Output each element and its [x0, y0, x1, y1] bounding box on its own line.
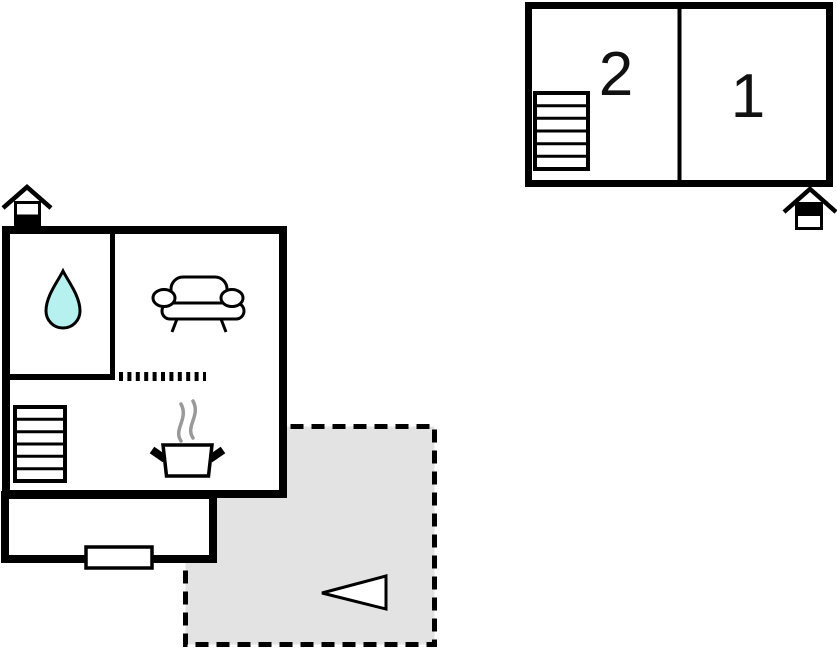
- house-entrance-icon: [782, 185, 837, 230]
- upper-unit: 2 1: [525, 2, 837, 230]
- water-drop-icon: [44, 267, 82, 330]
- steam-icon: [177, 402, 185, 443]
- house-entrance-icon: [1, 184, 53, 228]
- room-label-1: 1: [731, 62, 765, 131]
- steam-icon: [189, 399, 197, 440]
- staircase-icon: [13, 405, 67, 483]
- ground-floor-unit: [1, 184, 287, 570]
- door-window-symbol: [84, 545, 154, 570]
- cooking-pot-icon: [149, 399, 226, 478]
- staircase-icon: [533, 91, 590, 171]
- room-label-2: 2: [599, 40, 633, 109]
- direction-arrow-icon: [321, 574, 388, 611]
- sofa-icon: [151, 275, 246, 333]
